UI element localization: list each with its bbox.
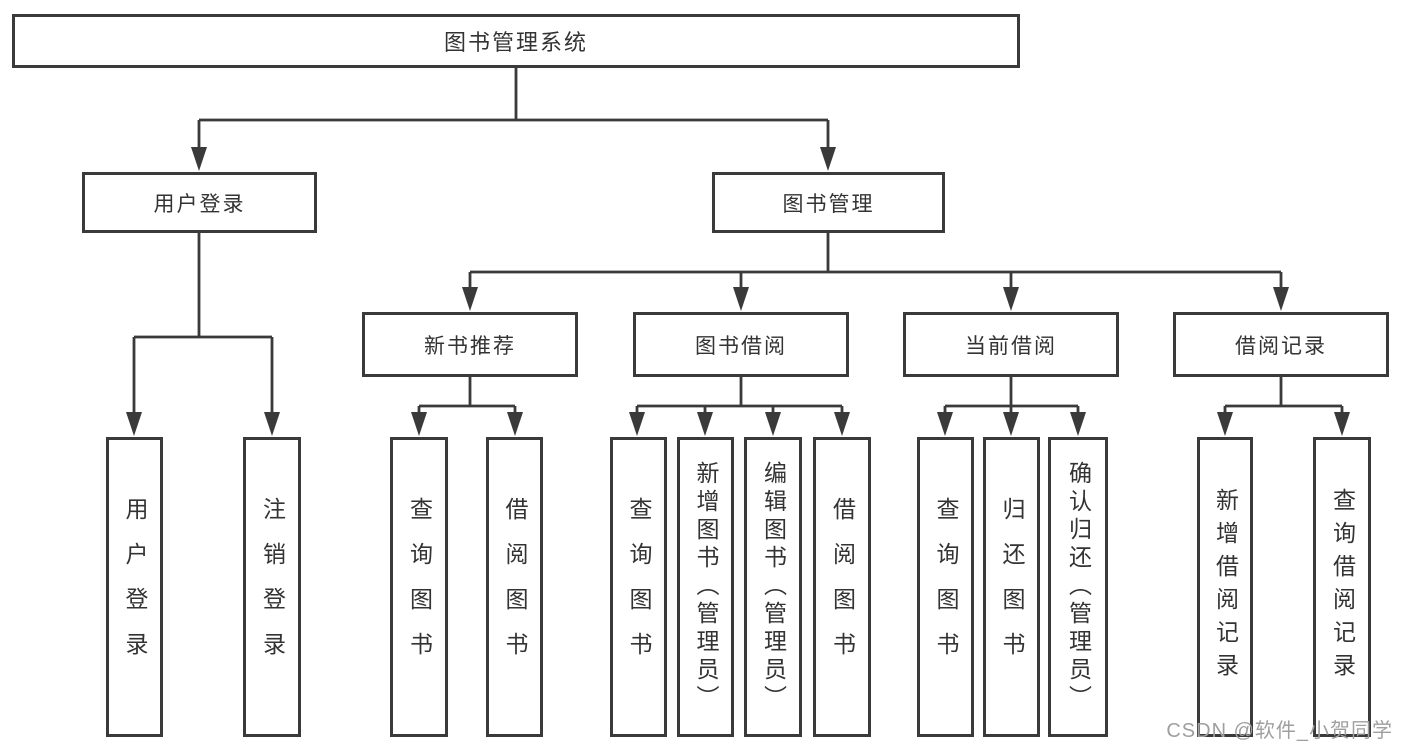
node-book-borrowing: 图书借阅 (633, 312, 849, 377)
node-user-login: 用户登录 (82, 172, 317, 233)
node-book-management: 图书管理 (712, 172, 945, 233)
leaf-search-borrow-record: 查询借阅记录 (1313, 437, 1371, 737)
leaf-return-book: 归还图书 (983, 437, 1040, 737)
node-new-book-recommend: 新书推荐 (362, 312, 578, 377)
leaf-add-book-admin: 新增图书（管理员） (677, 437, 734, 737)
node-borrow-records: 借阅记录 (1173, 312, 1389, 377)
leaf-borrow-books-2: 借阅图书 (813, 437, 871, 737)
leaf-search-books-2: 查询图书 (610, 437, 667, 737)
node-current-borrowing: 当前借阅 (903, 312, 1119, 377)
leaf-borrow-books-1: 借阅图书 (486, 437, 543, 737)
leaf-user-login: 用户登录 (106, 437, 163, 737)
leaf-add-borrow-record: 新增借阅记录 (1197, 437, 1253, 737)
watermark: CSDN @软件_小贺同学 (1166, 720, 1393, 742)
leaf-search-books-1: 查询图书 (390, 437, 448, 737)
leaf-confirm-return-admin: 确认归还（管理员） (1048, 437, 1108, 737)
tree-edges (132, 68, 1344, 413)
leaf-search-books-3: 查询图书 (917, 437, 974, 737)
leaf-logout: 注销登录 (243, 437, 301, 737)
node-root: 图书管理系统 (12, 14, 1020, 68)
leaf-edit-book-admin: 编辑图书（管理员） (744, 437, 802, 737)
arrowheads (126, 147, 1350, 436)
